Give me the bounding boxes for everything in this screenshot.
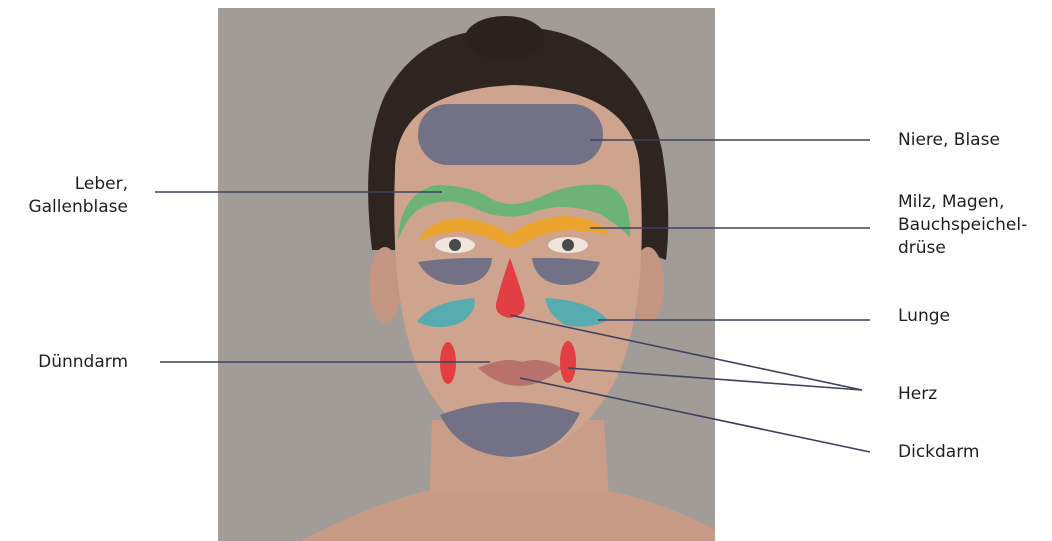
label-leber-gallenblase: Leber, Gallenblase [0, 173, 128, 219]
label-milz-magen-bauchspeicheldruese: Milz, Magen, Bauchspeichel- drüse [898, 191, 1027, 260]
hair-bun [465, 16, 545, 60]
right-iris [562, 239, 574, 251]
zone-forehead [418, 104, 603, 165]
label-niere-blase: Niere, Blase [898, 129, 1000, 152]
label-lunge: Lunge [898, 305, 950, 328]
label-dickdarm: Dickdarm [898, 441, 979, 464]
label-duenndarm: Dünndarm [0, 351, 128, 374]
zone-mouth-corner-right [560, 341, 576, 383]
left-iris [449, 239, 461, 251]
label-herz: Herz [898, 383, 937, 406]
zone-mouth-corner-left [440, 342, 456, 384]
